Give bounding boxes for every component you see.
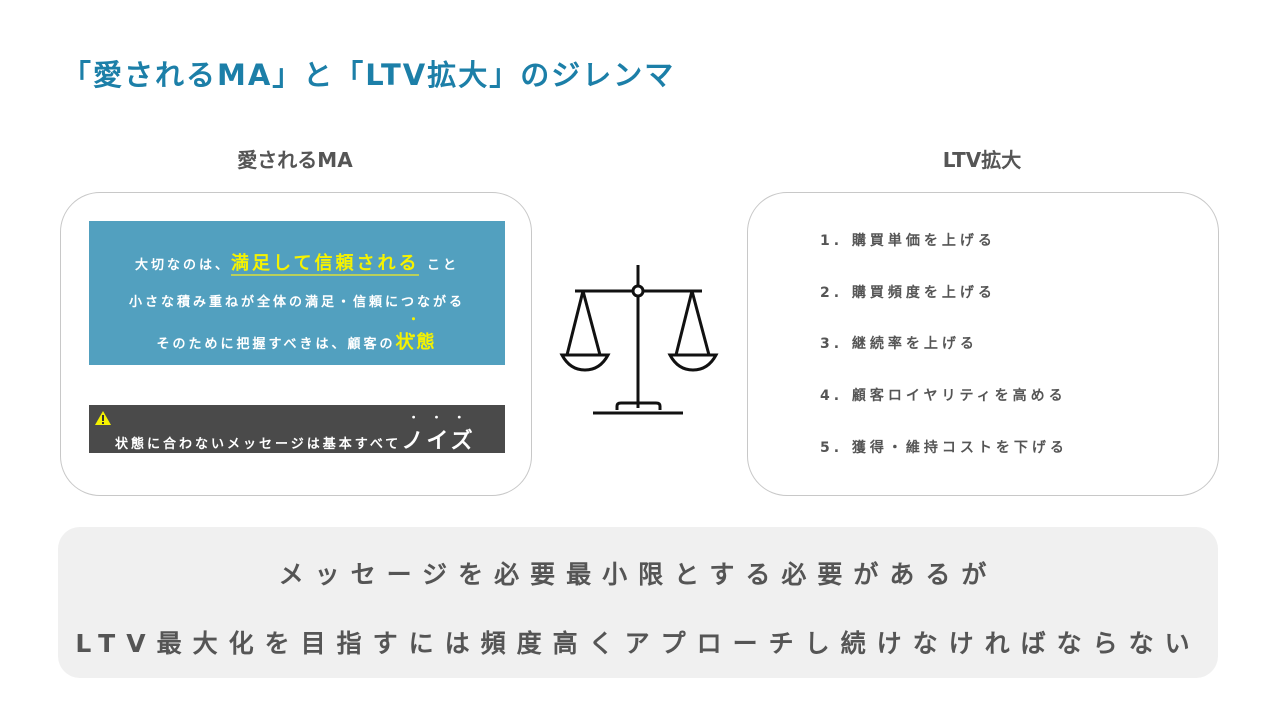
line3-prefix: そのために把握すべきは、顧客の: [156, 337, 396, 352]
message-line-2: 小さな積み重ねが全体の満足・信頼につながる: [128, 295, 465, 310]
warning-box: 状態に合わないメッセージは基本すべてノイズ: [89, 405, 505, 455]
right-heading: LTV拡大: [942, 148, 1022, 172]
ltv-item: 2. 購買頻度を上げる: [820, 285, 996, 301]
slide-title: 「愛されるMA」と「LTV拡大」のジレンマ: [62, 58, 676, 92]
conclusion-line-2: LTV最大化を目指すには頻度高くアプローチし続けなければならない: [75, 629, 1201, 658]
left-heading: 愛されるMA: [237, 148, 353, 172]
ltv-card: [747, 192, 1219, 496]
ltv-item: 5. 獲得・維持コストを下げる: [820, 440, 1068, 456]
line3-highlight: 状態: [396, 310, 438, 354]
ltv-item: 4. 顧客ロイヤリティを高める: [820, 388, 1067, 404]
key-message-box: 大切なのは、満足して信頼される こと 小さな積み重ねが全体の満足・信頼につながる…: [89, 221, 505, 365]
line1-highlight: 満足して信頼される: [231, 253, 420, 276]
ltv-item: 1. 購買単価を上げる: [820, 233, 996, 249]
warning-text: 状態に合わないメッセージは基本すべてノイズ: [115, 409, 476, 455]
message-line-3: そのために把握すべきは、顧客の状態: [89, 310, 505, 354]
conclusion-line-1: メッセージを必要最小限とする必要があるが: [278, 560, 998, 589]
message-line-1: 大切なのは、満足して信頼される こと: [89, 249, 505, 276]
line1-prefix: 大切なのは、: [134, 258, 231, 273]
balance-scale-icon: [559, 265, 719, 415]
warning-icon: [95, 411, 111, 425]
conclusion-box: メッセージを必要最小限とする必要があるが LTV最大化を目指すには頻度高くアプロ…: [58, 527, 1218, 678]
warning-prefix: 状態に合わないメッセージは基本すべて: [115, 437, 402, 452]
line1-suffix: こと: [419, 258, 459, 273]
ltv-item: 3. 継続率を上げる: [820, 336, 978, 352]
warning-highlight: ノイズ: [401, 409, 476, 455]
